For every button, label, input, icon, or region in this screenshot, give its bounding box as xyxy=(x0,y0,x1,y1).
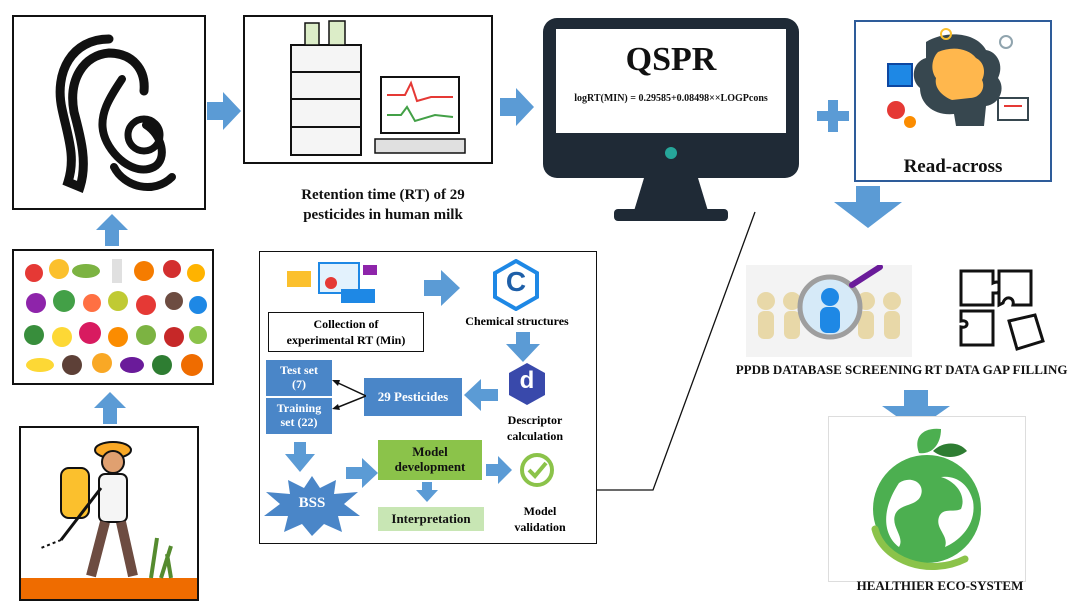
arrow-down-icon xyxy=(285,442,315,472)
training-set-line1: Training xyxy=(276,401,322,416)
farmer-spraying-icon xyxy=(21,441,197,599)
monitor-title: QSPR xyxy=(625,41,717,78)
test-set-box: Test set (7) xyxy=(266,360,332,396)
read-across-label: Read-across xyxy=(903,156,1003,177)
arrow-down-icon xyxy=(416,482,438,502)
arrow-right-icon xyxy=(207,92,241,130)
collection-line1: Collection of xyxy=(313,317,379,331)
puzzle-icon xyxy=(959,269,1045,351)
model-val-line2: validation xyxy=(514,520,566,534)
arrow-up-icon xyxy=(94,392,126,424)
rt-caption-line2: pesticides in human milk xyxy=(303,207,463,223)
arrow-left-icon xyxy=(464,379,498,411)
chemical-structure-letter: C xyxy=(505,266,527,297)
farmer-spraying-panel xyxy=(19,426,199,601)
descriptor-label: Descriptor calculation xyxy=(490,412,580,444)
arrow-down-icon xyxy=(882,390,950,430)
green-earth-icon xyxy=(871,428,981,570)
chemical-structure-icon xyxy=(493,259,539,311)
collection-rt-box: Collection of experimental RT (Min) xyxy=(268,312,424,352)
fruits-vegetables-icon xyxy=(24,259,207,376)
arrow-right-icon xyxy=(486,456,512,484)
people-magnifier-icon xyxy=(757,265,901,340)
eco-system-image xyxy=(828,416,1026,582)
plus-icon xyxy=(817,100,849,132)
rt-gap-label: RT DATA GAP FILLING xyxy=(924,362,1068,377)
descriptor-line1: Descriptor xyxy=(507,413,563,427)
data-collection-icon xyxy=(287,262,377,303)
check-icon xyxy=(520,453,554,487)
model-dev-line1: Model xyxy=(412,444,448,460)
monitor-icon xyxy=(543,18,799,221)
descriptor-letter: d xyxy=(519,367,535,394)
rt-caption-line1: Retention time (RT) of 29 xyxy=(301,187,465,203)
ai-brain-icon xyxy=(887,28,1029,128)
model-validation-label: Model validation xyxy=(500,503,580,535)
ppdb-label: PPDB DATABASE SCREENING xyxy=(735,362,923,377)
hplc-instrument-icon xyxy=(290,20,466,156)
fruits-vegetables-panel xyxy=(12,249,214,385)
mother-baby-panel xyxy=(12,15,206,210)
arrow-right-icon xyxy=(424,270,460,306)
test-set-line2: (7) xyxy=(292,377,306,391)
read-across-panel: Read-across xyxy=(854,20,1052,182)
model-val-line1: Model xyxy=(523,504,557,518)
monitor-equation: logRT(MIN) = 0.29585+0.08498××LOGPcons xyxy=(574,93,768,104)
split-arrow-lines xyxy=(332,380,366,410)
bss-burst-icon xyxy=(264,476,360,536)
hplc-instrument-panel xyxy=(243,15,493,164)
eco-label: HEALTHIER ECO-SYSTEM xyxy=(856,578,1024,593)
arrow-down-icon xyxy=(834,186,902,228)
arrow-right-icon xyxy=(346,458,378,488)
bss-label: BSS xyxy=(298,495,326,511)
arrow-right-icon xyxy=(500,88,534,126)
model-development-box: Model development xyxy=(378,440,482,480)
connector-line xyxy=(597,211,756,491)
qspr-monitor: QSPR logRT(MIN) = 0.29585+0.08498××LOGPc… xyxy=(540,15,802,227)
chemical-structures-label: Chemical structures xyxy=(465,314,569,328)
collection-line2: experimental RT (Min) xyxy=(286,333,406,347)
ppdb-screening-image xyxy=(746,265,912,357)
test-set-line1: Test set xyxy=(280,363,318,378)
training-set-box: Training set (22) xyxy=(266,398,332,434)
interpretation-box: Interpretation xyxy=(378,507,484,531)
model-dev-line2: development xyxy=(394,459,466,474)
arrow-up-icon xyxy=(96,214,128,246)
descriptor-icon xyxy=(509,363,545,405)
training-set-line2: set (22) xyxy=(280,415,318,429)
pesticides-box: 29 Pesticides xyxy=(364,378,462,416)
mother-baby-icon xyxy=(55,34,176,194)
descriptor-line2: calculation xyxy=(507,429,563,443)
arrow-down-icon xyxy=(506,332,540,362)
